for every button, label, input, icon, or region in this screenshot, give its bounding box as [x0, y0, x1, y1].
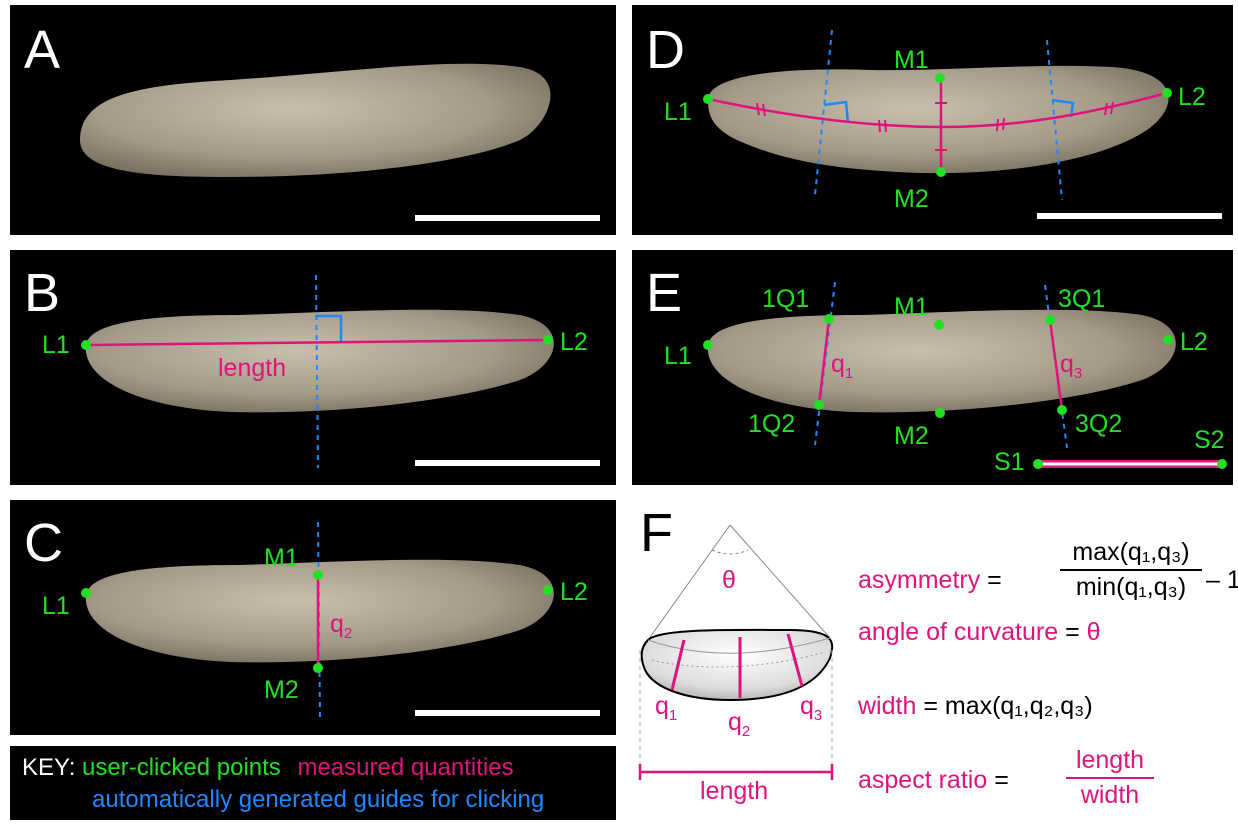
- point-m2: [313, 663, 323, 673]
- scale-bar: [415, 710, 600, 716]
- label-m2: M2: [264, 676, 299, 705]
- point-m1: [313, 570, 323, 580]
- label-1q1: 1Q1: [762, 285, 809, 314]
- key-magenta: measured quantities: [297, 754, 513, 781]
- label-l2: L2: [560, 328, 588, 357]
- label-m1: M1: [894, 46, 929, 75]
- schematic-embryo: [642, 630, 833, 700]
- point-s1: [1033, 459, 1043, 469]
- aspect-numerator: length: [1060, 746, 1160, 775]
- label-m2: M2: [894, 422, 929, 451]
- point-l2: [543, 585, 553, 595]
- embryo: [86, 310, 554, 413]
- label-l1: L1: [42, 331, 70, 360]
- label-q3: q3: [1060, 350, 1082, 382]
- panel-letter: A: [24, 23, 60, 77]
- point-l1: [703, 94, 713, 104]
- key-prefix: KEY:: [22, 754, 75, 781]
- label-l1: L1: [664, 98, 692, 127]
- panel-letter: B: [24, 266, 60, 320]
- formula-aspect: aspect ratio =: [858, 766, 1009, 795]
- label-3q2: 3Q2: [1075, 410, 1122, 439]
- panel-a: A: [10, 5, 616, 235]
- point-1q2: [814, 400, 824, 410]
- asymmetry-fraction: max(q₁,q₃) min(q₁,q₃): [1056, 538, 1206, 602]
- label-q3-f: q3: [800, 692, 822, 724]
- asymmetry-denominator: min(q₁,q₃): [1056, 573, 1206, 602]
- point-l1: [703, 340, 713, 350]
- label-m2: M2: [894, 185, 929, 214]
- key-blue: automatically generated guides for click…: [92, 786, 544, 814]
- asymmetry-numerator: max(q₁,q₃): [1056, 538, 1206, 567]
- point-3q1: [1045, 315, 1055, 325]
- label-l2: L2: [560, 578, 588, 607]
- length-label: length: [218, 354, 286, 383]
- point-l1: [81, 340, 91, 350]
- label-m1: M1: [894, 293, 929, 322]
- point-m1: [935, 73, 945, 83]
- cone-left: [648, 525, 730, 640]
- aspect-denominator: width: [1060, 781, 1160, 810]
- point-l2: [1163, 335, 1173, 345]
- point-1q1: [824, 314, 834, 324]
- point-l2: [1162, 88, 1172, 98]
- key-line-1: KEY: user-clicked points measured quanti…: [22, 754, 514, 782]
- label-q2-f: q2: [728, 708, 750, 740]
- panel-d: D L1 L2 M1 M2: [632, 5, 1233, 235]
- point-m2: [936, 167, 946, 177]
- label-q1: q1: [831, 350, 853, 382]
- theta-arc: [712, 550, 748, 554]
- panel-e: E L1 L2 M1 M2 1Q1 1Q2 3Q1 3Q2 S1 S2 q1 q…: [632, 250, 1233, 485]
- label-length-f: length: [700, 777, 768, 806]
- point-l2: [543, 335, 553, 345]
- label-q1-f: q1: [655, 692, 677, 724]
- formula-width: width = max(q₁,q₂,q₃): [858, 692, 1093, 721]
- point-3q2: [1057, 405, 1067, 415]
- point-m2: [935, 408, 945, 418]
- aspect-fraction: length width: [1060, 746, 1160, 810]
- label-l2: L2: [1180, 328, 1208, 357]
- label-s2: S2: [1194, 426, 1225, 455]
- schematic: [600, 490, 860, 810]
- panel-c: C L1 L2 M1 M2 q2: [10, 500, 616, 735]
- panel-letter: E: [646, 266, 682, 320]
- label-q2: q2: [330, 610, 352, 642]
- formula-curvature: angle of curvature = θ: [858, 618, 1101, 647]
- label-1q2: 1Q2: [748, 410, 795, 439]
- scale-bar: [415, 460, 600, 466]
- minus-one: – 1: [1206, 566, 1238, 595]
- panel-letter: C: [24, 516, 63, 570]
- scale-bar: [415, 215, 600, 221]
- cone-right: [730, 525, 830, 638]
- point-m1: [934, 320, 944, 330]
- point-l1: [81, 588, 91, 598]
- formula-asymmetry: asymmetry =: [858, 566, 1002, 595]
- label-m1: M1: [264, 544, 299, 573]
- scale-bar: [1037, 213, 1222, 219]
- label-l1: L1: [664, 342, 692, 371]
- embryo: [80, 64, 550, 177]
- panel-letter: D: [646, 23, 685, 77]
- key-box: KEY: user-clicked points measured quanti…: [10, 746, 616, 820]
- label-theta: θ: [722, 566, 736, 595]
- label-l2: L2: [1178, 83, 1206, 112]
- label-3q1: 3Q1: [1058, 285, 1105, 314]
- label-l1: L1: [42, 592, 70, 621]
- point-s2: [1217, 459, 1227, 469]
- label-s1: S1: [994, 448, 1025, 477]
- key-green: user-clicked points: [82, 754, 281, 781]
- panel-b: B L1 L2 length: [10, 250, 616, 485]
